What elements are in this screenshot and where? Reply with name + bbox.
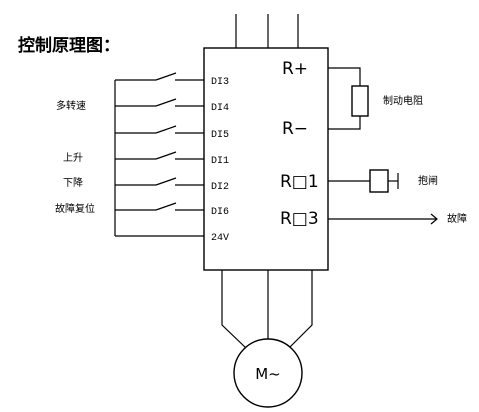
input-switch-di2 — [115, 177, 204, 186]
terminal-ro3: R□3 — [280, 209, 319, 229]
pin-label-di5: DI5 — [211, 130, 229, 141]
page-title: 控制原理图： — [18, 35, 120, 56]
brake-resistor-symbol — [351, 85, 369, 117]
pin-label-di3: DI3 — [211, 77, 229, 88]
terminal-ro1: R□1 — [280, 172, 319, 192]
label-brake-resistor: 制动电阻 — [383, 94, 423, 107]
label-multi-speed: 多转速 — [56, 99, 86, 112]
brake-circuit — [328, 169, 399, 193]
input-switch-di6 — [115, 202, 204, 211]
motor-wiring — [221, 270, 313, 349]
pin-label-24v: 24V — [211, 233, 229, 244]
power-feed-lines — [235, 14, 299, 48]
controller-box — [203, 47, 329, 271]
label-up: 上升 — [63, 152, 83, 164]
motor-symbol — [233, 338, 303, 408]
pin-label-di6: DI6 — [211, 207, 229, 218]
brake-coil-symbol — [369, 169, 389, 193]
pin-label-di4: DI4 — [211, 103, 229, 114]
input-switch-di5 — [115, 125, 204, 134]
terminal-r-minus: R− — [282, 119, 308, 139]
label-down: 下降 — [63, 176, 83, 189]
pin-label-di1: DI1 — [211, 156, 229, 167]
fault-output-arrow — [328, 213, 438, 225]
motor-label: M~ — [255, 365, 281, 383]
input-switch-di1 — [115, 151, 204, 160]
label-fault-reset: 故障复位 — [55, 202, 95, 215]
input-switch-di4 — [115, 98, 204, 107]
pin-label-di2: DI2 — [211, 182, 229, 193]
label-fault: 故障 — [447, 212, 467, 225]
label-brake: 抱闸 — [418, 174, 438, 187]
brake-resistor-circuit — [328, 67, 369, 130]
input-switch-di3 — [115, 72, 204, 81]
terminal-r-plus: R+ — [282, 59, 308, 79]
